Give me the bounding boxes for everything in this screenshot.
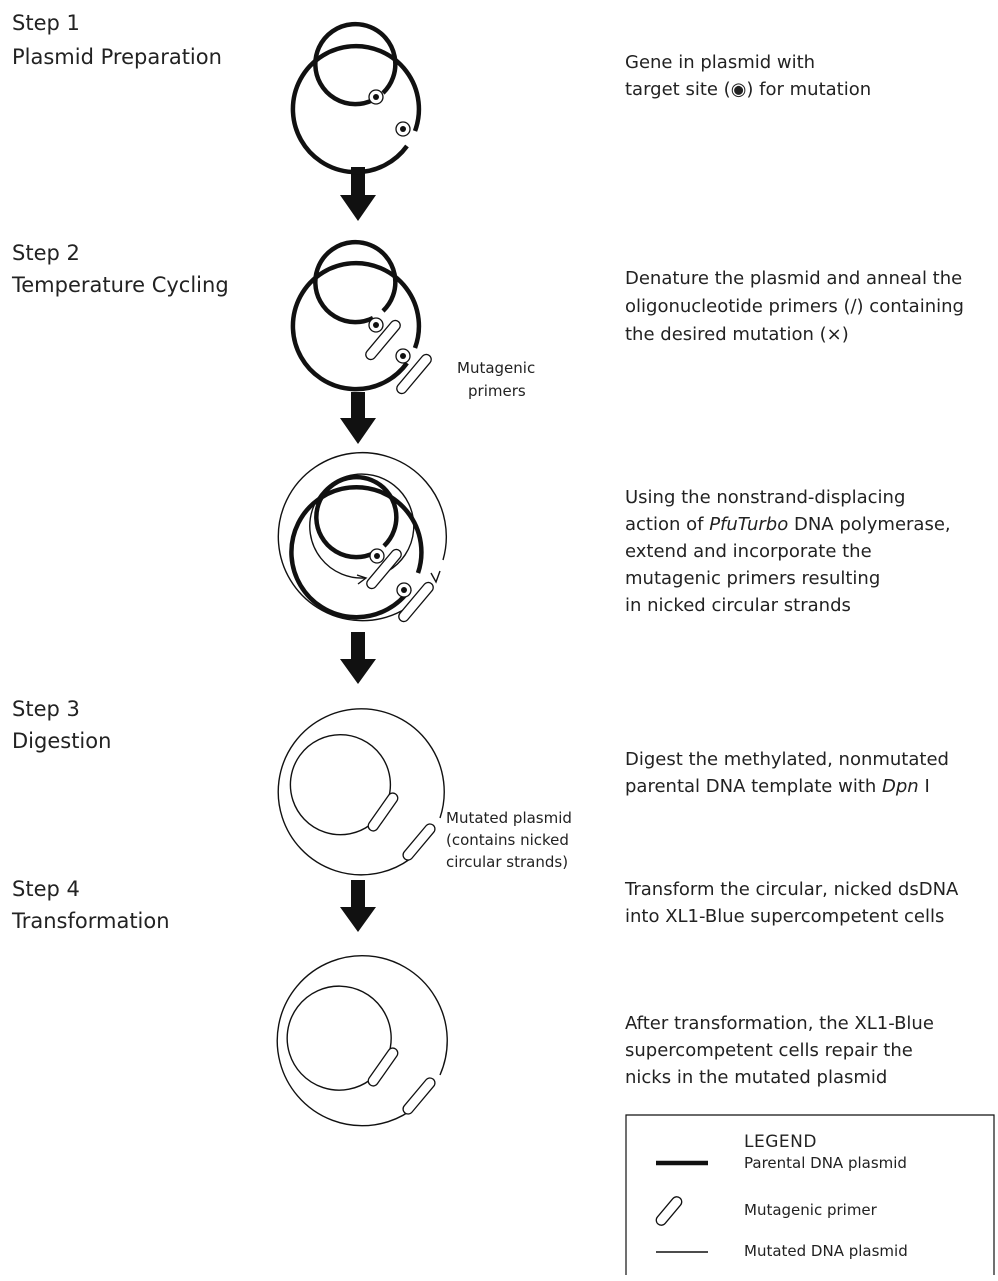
annotation-line: primers bbox=[468, 382, 526, 400]
step-4-label: Step 4 Transformation bbox=[11, 877, 170, 933]
mutagenic-primer bbox=[367, 1047, 399, 1087]
legend-item-primer: Mutagenic primer bbox=[744, 1201, 878, 1219]
plasmid-step-2 bbox=[290, 239, 432, 395]
step-1-label: Step 1 Plasmid Preparation bbox=[12, 11, 222, 69]
primer-swatch-icon bbox=[655, 1196, 683, 1226]
mutated-outer-strand bbox=[277, 708, 445, 876]
plasmid-step-3 bbox=[277, 708, 445, 876]
plasmid-extension bbox=[277, 452, 448, 623]
polymerase-name: PfuTurbo bbox=[709, 514, 788, 535]
target-site-icon bbox=[396, 582, 412, 598]
desc-line: Digest the methylated, nonmutated bbox=[625, 749, 949, 770]
mutagenic-primer bbox=[366, 548, 402, 590]
parental-outer-strand bbox=[289, 485, 424, 620]
parental-outer-strand bbox=[290, 260, 422, 392]
desc-line: the desired mutation (×) bbox=[625, 324, 849, 345]
mutagenic-primer bbox=[398, 581, 434, 623]
step-2-label: Step 2 Temperature Cycling bbox=[11, 241, 229, 297]
step-4-description: Transform the circular, nicked dsDNA int… bbox=[624, 879, 959, 927]
target-site-icon bbox=[395, 348, 411, 364]
step-4-number: Step 4 bbox=[12, 877, 80, 901]
target-center bbox=[400, 353, 406, 359]
step-2-name: Temperature Cycling bbox=[11, 273, 229, 297]
target-site-icon bbox=[369, 548, 385, 564]
mutated-outer-strand bbox=[276, 955, 448, 1127]
step-1-number: Step 1 bbox=[12, 11, 80, 35]
step-3-description: Digest the methylated, nonmutated parent… bbox=[625, 749, 949, 797]
step-3-name: Digestion bbox=[12, 729, 111, 753]
desc-line: in nicked circular strands bbox=[625, 595, 851, 616]
annotation-line: circular strands) bbox=[446, 853, 568, 871]
desc-line: target site (◉) for mutation bbox=[625, 79, 871, 100]
mutagenic-primer bbox=[402, 1077, 436, 1115]
mutagenic-primer bbox=[402, 823, 436, 861]
parental-inner-strand bbox=[313, 239, 398, 325]
mutated-inner-strand bbox=[286, 985, 392, 1091]
desc-line: After transformation, the XL1-Blue bbox=[625, 1013, 934, 1034]
desc-line: action of PfuTurbo DNA polymerase, bbox=[625, 514, 951, 535]
down-arrow-2 bbox=[340, 392, 376, 444]
legend-item-mutated: Mutated DNA plasmid bbox=[744, 1242, 908, 1260]
target-center bbox=[401, 587, 407, 593]
desc-line: oligonucleotide primers (∕) containing bbox=[625, 296, 964, 317]
legend-item-parental: Parental DNA plasmid bbox=[744, 1154, 907, 1172]
legend-border bbox=[625, 1114, 995, 1275]
extended-outer-strand bbox=[277, 452, 448, 622]
down-arrow-3 bbox=[340, 632, 376, 684]
down-arrow-4 bbox=[340, 880, 376, 932]
parental-outer-strand bbox=[290, 43, 422, 175]
mutagenic-primers-annotation: Mutagenic primers bbox=[457, 359, 535, 400]
desc-line: nicks in the mutated plasmid bbox=[625, 1067, 887, 1088]
step-2-number: Step 2 bbox=[12, 241, 80, 265]
annotation-line: Mutated plasmid bbox=[446, 809, 572, 827]
arrowhead-icon bbox=[430, 570, 441, 584]
target-center bbox=[400, 126, 406, 132]
annotation-line: (contains nicked bbox=[446, 831, 569, 849]
target-site-icon bbox=[368, 89, 384, 105]
step-1-description: Gene in plasmid with target site (◉) for… bbox=[625, 52, 871, 100]
step-3-number: Step 3 bbox=[12, 697, 80, 721]
target-site-icon bbox=[395, 121, 411, 137]
desc-line: extend and incorporate the bbox=[625, 541, 872, 562]
plasmid-step-1 bbox=[290, 21, 422, 175]
mutagenic-primer bbox=[365, 319, 401, 361]
desc-line: Using the nonstrand-displacing bbox=[625, 487, 905, 508]
desc-line: Transform the circular, nicked dsDNA bbox=[624, 879, 959, 900]
step-3-label: Step 3 Digestion bbox=[12, 697, 111, 753]
step-4-name: Transformation bbox=[11, 909, 170, 933]
desc-line: Gene in plasmid with bbox=[625, 52, 815, 73]
mutated-plasmid-annotation: Mutated plasmid (contains nicked circula… bbox=[446, 809, 572, 871]
mutagenic-primer bbox=[367, 792, 399, 832]
step-1-name: Plasmid Preparation bbox=[12, 45, 222, 69]
target-center bbox=[373, 94, 379, 100]
mutagenic-primer bbox=[396, 353, 432, 395]
desc-line: parental DNA template with Dpn I bbox=[625, 776, 930, 797]
desc-fragment: parental DNA template with bbox=[625, 776, 882, 797]
step-2-description: Denature the plasmid and anneal the olig… bbox=[625, 268, 964, 345]
target-center bbox=[374, 553, 380, 559]
parental-inner-strand bbox=[314, 474, 399, 560]
desc-line: into XL1-Blue supercompetent cells bbox=[625, 906, 944, 927]
arrowhead-icon bbox=[356, 574, 368, 585]
target-site-icon bbox=[368, 317, 384, 333]
repair-description: After transformation, the XL1-Blue super… bbox=[625, 1013, 934, 1088]
legend-title: LEGEND bbox=[744, 1132, 817, 1152]
legend: LEGEND Parental DNA plasmid Mutagenic pr… bbox=[625, 1114, 995, 1275]
parental-inner-strand bbox=[313, 21, 398, 107]
desc-fragment: DNA polymerase, bbox=[788, 514, 950, 535]
desc-line: mutagenic primers resulting bbox=[625, 568, 880, 589]
target-center bbox=[373, 322, 379, 328]
annotation-line: Mutagenic bbox=[457, 359, 535, 377]
desc-line: Denature the plasmid and anneal the bbox=[625, 268, 962, 289]
mutated-inner-strand bbox=[289, 734, 392, 836]
desc-fragment: action of bbox=[625, 514, 709, 535]
desc-fragment: I bbox=[919, 776, 930, 797]
down-arrow-1 bbox=[340, 167, 376, 221]
enzyme-name: Dpn bbox=[882, 776, 919, 797]
extension-description: Using the nonstrand-displacing action of… bbox=[625, 487, 951, 616]
plasmid-step-4 bbox=[276, 955, 448, 1127]
desc-line: supercompetent cells repair the bbox=[625, 1040, 913, 1061]
